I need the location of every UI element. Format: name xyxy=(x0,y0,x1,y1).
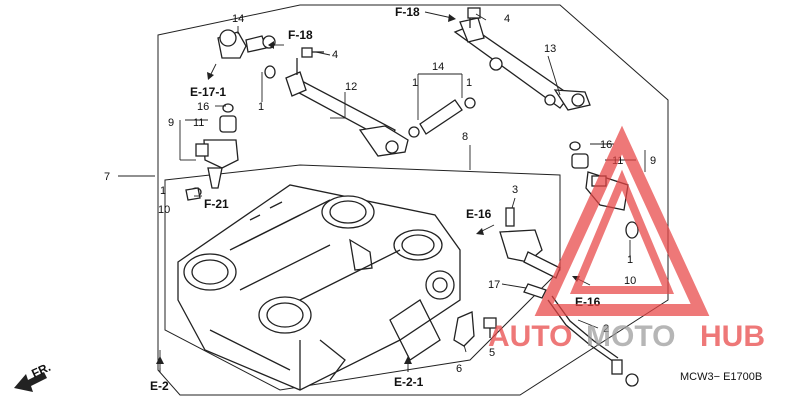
part-label-8: 8 xyxy=(462,131,468,143)
part-label-10-right: 10 xyxy=(624,275,636,287)
part-label-13: 13 xyxy=(544,43,556,55)
diagram-code: MCW3− E1700B xyxy=(680,371,762,383)
watermark-text-hub: HUB xyxy=(700,320,765,353)
part-label-1-a: 1 xyxy=(258,101,264,113)
fuel-rail-left xyxy=(285,58,409,157)
reference-arrows xyxy=(156,11,591,372)
part-label-17: 17 xyxy=(488,279,500,291)
part-label-11-left: 11 xyxy=(193,117,204,129)
throttle-body xyxy=(177,184,461,391)
bracket xyxy=(453,311,475,347)
bolt-top xyxy=(467,7,481,28)
part-label-16-left: 16 xyxy=(197,101,209,113)
part-label-1-d: 1 xyxy=(160,185,166,197)
ref-f18-left: F-18 xyxy=(288,28,313,42)
ref-e2: E-2 xyxy=(150,379,169,393)
sensor-unit xyxy=(499,207,561,279)
ref-e17-1: E-17-1 xyxy=(190,85,226,99)
part-label-10-left: 10 xyxy=(158,204,170,216)
bolt-5 xyxy=(483,317,497,338)
part-label-2: 2 xyxy=(603,323,609,335)
part-label-9-right: 9 xyxy=(650,155,656,167)
part-label-1-b: 1 xyxy=(412,77,418,89)
part-label-4-top: 4 xyxy=(504,13,510,25)
watermark-triangle-icon xyxy=(534,125,710,316)
part-label-4-left: 4 xyxy=(332,49,338,61)
part-label-7: 7 xyxy=(104,171,110,183)
part-label-9-left: 9 xyxy=(168,117,174,129)
bolt-10 xyxy=(185,187,201,201)
part-label-14: 14 xyxy=(432,61,444,73)
part-label-6: 6 xyxy=(456,363,462,375)
joint-pipe xyxy=(408,97,476,138)
pressure-regulator xyxy=(217,29,276,59)
part-label-12: 12 xyxy=(345,81,357,93)
ref-f18-top: F-18 xyxy=(395,5,420,19)
watermark-text-moto: MOTO xyxy=(586,320,675,353)
watermark: AUTO MOTO HUB xyxy=(488,125,765,353)
bolt-left xyxy=(301,47,324,58)
assembly-frame xyxy=(157,4,669,396)
throttle-body-frame xyxy=(164,164,561,391)
front-label: FR. xyxy=(29,360,52,381)
part-label-16-right: 16 xyxy=(600,139,612,151)
part-label-1-e: 1 xyxy=(627,254,633,266)
part-label-3: 3 xyxy=(512,184,518,196)
o-ring xyxy=(264,65,276,79)
front-direction-arrow: FR. xyxy=(14,360,53,392)
part-label-5: 5 xyxy=(489,347,495,359)
ref-e2-1: E-2-1 xyxy=(394,375,424,389)
part-label-15: 14 xyxy=(232,13,244,25)
part-label-1-c: 1 xyxy=(466,77,472,89)
ref-f21: F-21 xyxy=(204,197,229,211)
fuel-rail-right xyxy=(453,17,591,111)
watermark-text-auto: AUTO xyxy=(488,320,572,353)
ref-e16-a: E-16 xyxy=(466,207,492,221)
